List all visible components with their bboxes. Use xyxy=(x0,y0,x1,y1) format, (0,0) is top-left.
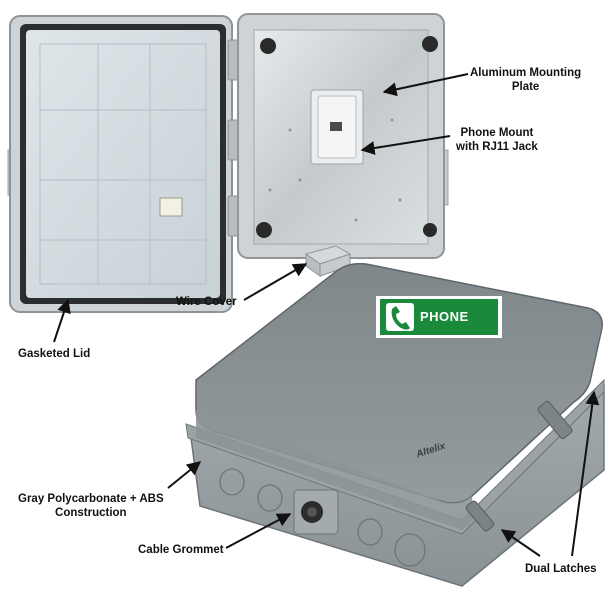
plate-bumper xyxy=(422,36,438,52)
phone-mount xyxy=(310,89,364,165)
dual-latches xyxy=(465,400,573,532)
arrow-latch-bottom xyxy=(500,529,541,557)
callout-construction-line2: Construction xyxy=(55,507,127,519)
arrow-gasketed-lid xyxy=(53,298,71,343)
plate-bumper xyxy=(256,222,272,238)
cable-grommet xyxy=(293,489,339,535)
closed-enclosure xyxy=(185,262,605,587)
callout-phone-mount-line1: Phone Mount xyxy=(460,127,534,139)
callout-aluminum-plate-line2: Plate xyxy=(511,81,540,93)
gasketed-lid xyxy=(7,15,233,313)
phone-sign-text: PHONE xyxy=(420,309,469,324)
arrow-wire-cover xyxy=(243,263,308,301)
arrow-aluminum-plate xyxy=(382,73,469,97)
callout-construction: Gray Polycarbonate + ABS Construction xyxy=(18,492,164,520)
callout-cable-grommet: Cable Grommet xyxy=(138,544,224,556)
callout-phone-mount: Phone Mount with RJ11 Jack xyxy=(456,126,538,154)
callout-gasketed-lid: Gasketed Lid xyxy=(18,348,91,360)
callout-wire-cover: Wire Cover xyxy=(176,296,237,308)
arrow-construction xyxy=(167,461,202,489)
wire-cover xyxy=(304,245,352,277)
callout-aluminum-plate: Aluminum Mounting Plate xyxy=(470,66,581,94)
plate-bumper xyxy=(423,223,437,237)
arrow-cable-grommet xyxy=(225,513,292,549)
enclosure-base-open xyxy=(237,13,449,277)
arrow-latch-top xyxy=(571,390,600,557)
callout-arrows xyxy=(53,73,600,557)
knockouts xyxy=(219,468,426,567)
arrow-phone-mount xyxy=(360,135,451,155)
rj11-jack xyxy=(330,122,342,131)
callout-aluminum-plate-line1: Aluminum Mounting xyxy=(470,67,582,79)
phone-handset-icon xyxy=(391,306,410,330)
callout-dual-latches: Dual Latches xyxy=(525,563,597,575)
callout-phone-mount-line2: with RJ11 Jack xyxy=(456,141,538,153)
callout-construction-line1: Gray Polycarbonate + ABS xyxy=(18,493,164,505)
phone-sign xyxy=(376,296,502,338)
label-sticker xyxy=(159,197,183,217)
plate-bumper xyxy=(260,38,276,54)
